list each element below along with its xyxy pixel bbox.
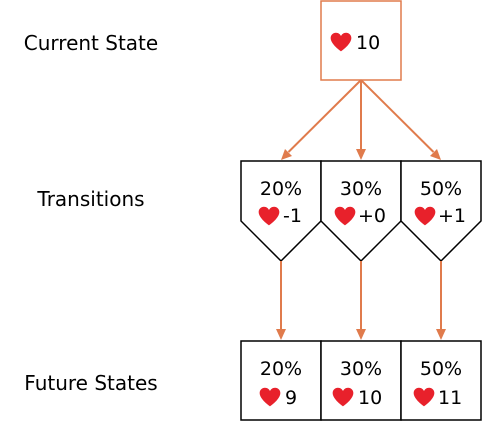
- transition-node: 20% -1: [240, 160, 322, 263]
- future-state-box: [400, 340, 482, 421]
- future-states-label: Future States: [24, 371, 157, 395]
- transition-delta: -1: [283, 205, 302, 227]
- arrow-head: [281, 149, 292, 160]
- future-state-value: 11: [438, 387, 462, 409]
- future-state-probability: 30%: [340, 358, 382, 380]
- arrow-line: [287, 79, 362, 153]
- future-state-node: 50% 11: [400, 340, 482, 421]
- future-state-box: [240, 340, 322, 421]
- current-state-label: Current State: [24, 31, 158, 55]
- arrow-head: [276, 329, 286, 340]
- transition-shape: [240, 160, 322, 263]
- future-state-probability: 50%: [420, 358, 462, 380]
- transition-probability: 50%: [420, 178, 462, 200]
- transition-shape: [320, 160, 402, 263]
- future-state-probability: 20%: [260, 358, 302, 380]
- current-state-node: 10: [320, 0, 402, 81]
- transitions-label: Transitions: [36, 187, 144, 211]
- transition-node: 30% +0: [320, 160, 402, 263]
- future-state-value: 10: [358, 387, 382, 409]
- transition-probability: 30%: [340, 178, 382, 200]
- arrow-head: [356, 329, 366, 340]
- arrow-head: [356, 149, 366, 160]
- arrows-to-future-states: [276, 261, 446, 340]
- future-state-value: 9: [285, 387, 297, 409]
- arrow-head: [430, 149, 441, 160]
- future-state-node: 20% 9: [240, 340, 322, 421]
- arrows-to-transitions: [281, 79, 441, 160]
- arrow-line: [360, 79, 435, 153]
- transition-delta: +0: [358, 205, 386, 227]
- current-state-value: 10: [356, 32, 380, 54]
- transition-delta: +1: [438, 205, 466, 227]
- future-state-node: 30% 10: [320, 340, 402, 421]
- transition-node: 50% +1: [400, 160, 482, 263]
- arrow-head: [436, 329, 446, 340]
- transition-shape: [400, 160, 482, 263]
- transition-probability: 20%: [260, 178, 302, 200]
- future-state-box: [320, 340, 402, 421]
